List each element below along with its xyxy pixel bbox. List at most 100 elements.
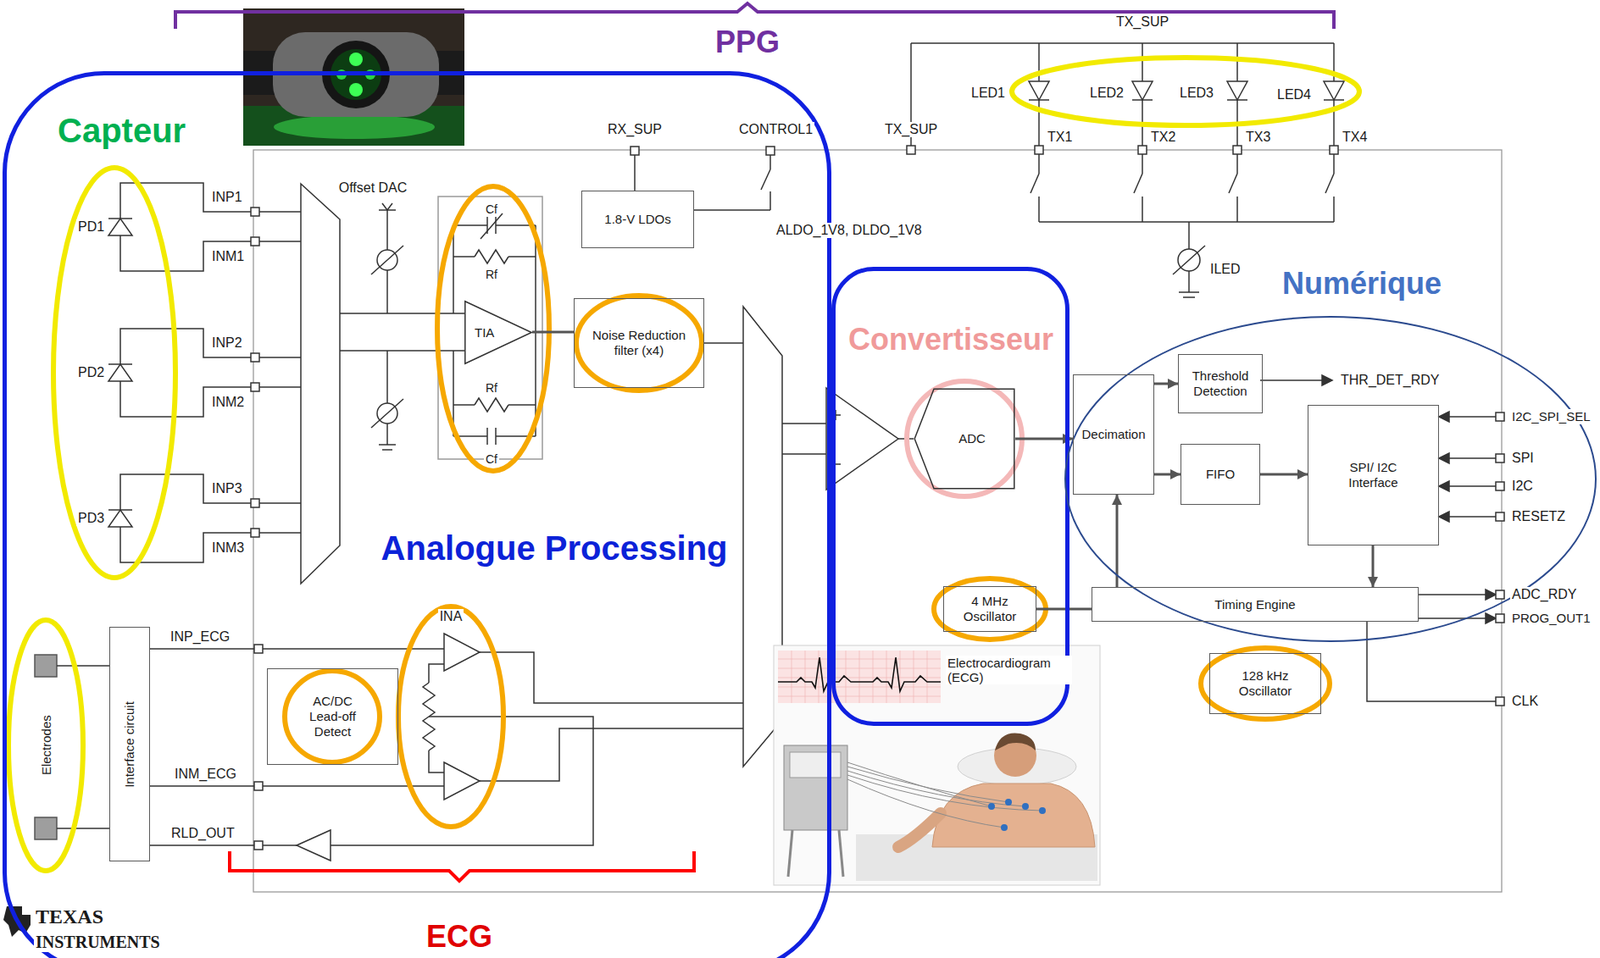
led-driver xyxy=(1236,154,1239,174)
photodiode-circuit xyxy=(120,328,251,365)
ecg-front-end xyxy=(296,830,331,862)
ecg-front-end xyxy=(150,648,255,650)
led-driver xyxy=(1236,43,1239,82)
ecg-illustration xyxy=(777,650,941,704)
oscillator-box: 4 MHz Oscillator xyxy=(943,586,1037,633)
signal-label: INM_ECG xyxy=(172,766,239,783)
interface-box: Interface circuit xyxy=(109,627,150,862)
tia-feedback xyxy=(453,255,475,258)
photodiode-circuit xyxy=(339,350,465,352)
ecg-illustration xyxy=(847,762,1043,828)
digital-pins xyxy=(1495,590,1505,600)
arrow-connector xyxy=(1154,473,1181,477)
signal-label: TX3 xyxy=(1244,129,1273,145)
region-title: Convertisseur xyxy=(848,321,1054,358)
highlight-ring xyxy=(8,57,1360,872)
signal-label: PD1 xyxy=(76,219,106,235)
led-driver xyxy=(1233,145,1242,155)
processing-region: Analogue Processing1.8-V LDOsTIANoise Re… xyxy=(2,71,832,958)
highlight-ring xyxy=(576,295,702,391)
ecg-front-end xyxy=(254,841,263,850)
ecg-illustration xyxy=(1022,803,1029,811)
photodiode-circuit xyxy=(259,211,301,213)
offset-dac xyxy=(371,399,404,428)
signal-label: Cf xyxy=(483,202,500,217)
ecg-bracket xyxy=(229,851,695,882)
digital-pins xyxy=(1366,622,1496,702)
digital-pins xyxy=(1438,411,1450,423)
ldo-wiring xyxy=(694,209,771,212)
ecg-illustration xyxy=(1005,799,1012,806)
converter-outline xyxy=(914,388,1015,489)
highlight-ring xyxy=(398,606,504,828)
node-label: Timing Engine xyxy=(1214,597,1295,613)
offset-dac xyxy=(371,203,404,450)
ecg-bracket xyxy=(229,851,695,882)
ecg-front-end xyxy=(150,785,255,788)
watch-photo xyxy=(349,52,363,67)
photodiode-circuit xyxy=(120,381,251,417)
digital-pins xyxy=(1260,375,1505,706)
signal-label: INP2 xyxy=(210,335,245,351)
photodiode-circuit xyxy=(108,328,301,417)
node-label: Decimation xyxy=(1081,427,1145,443)
signal-label: Rf xyxy=(483,381,500,395)
tia-feedback xyxy=(453,224,488,227)
led-driver xyxy=(1183,296,1195,299)
filter-box: Noise Reduction filter (x4) xyxy=(573,298,705,389)
digital-pins xyxy=(1418,594,1488,596)
photodiode-circuit xyxy=(259,502,301,505)
company-logo xyxy=(3,906,31,938)
ldo-wiring xyxy=(761,169,771,190)
section-title: PPG xyxy=(713,24,782,60)
highlight-ring xyxy=(1011,57,1360,126)
photodiode-circuit xyxy=(108,183,301,272)
decimation-box: Decimation xyxy=(1072,374,1155,495)
highlight-ring xyxy=(933,578,1046,640)
ecg-illustration xyxy=(777,650,941,704)
photodiode-circuit xyxy=(259,532,301,534)
signal-label: INM1 xyxy=(210,249,246,265)
lead-off-box: AC/DC Lead-off Detect xyxy=(266,668,399,766)
digital-pins xyxy=(1447,485,1496,488)
ecg-illustration xyxy=(898,813,941,848)
signal-label: RX_SUP xyxy=(605,122,664,138)
ldo-wiring xyxy=(630,146,775,211)
signal-label: LED3 xyxy=(1177,85,1216,101)
led-driver xyxy=(1325,173,1334,194)
digital-pins xyxy=(1438,453,1450,464)
arrow-connector xyxy=(1036,608,1092,612)
led-driver xyxy=(1333,154,1335,174)
arrow-connector xyxy=(1372,545,1375,588)
ecg-illustration xyxy=(789,752,841,778)
ecg-illustration xyxy=(838,830,844,878)
led-driver xyxy=(1038,100,1040,146)
signal-chain xyxy=(782,422,827,425)
ecg-illustration xyxy=(1000,824,1008,832)
photodiode-circuit xyxy=(108,364,133,382)
digital-pins xyxy=(1447,416,1496,418)
highlight-ring xyxy=(437,186,550,472)
region-title: Analogue Processing xyxy=(381,527,728,569)
signal-label: PD2 xyxy=(76,365,106,381)
led-driver xyxy=(1228,173,1238,194)
signal-label: LED1 xyxy=(969,85,1007,101)
highlight-ring xyxy=(284,671,380,763)
signal-label: INM3 xyxy=(210,540,246,556)
digital-pins xyxy=(1438,481,1450,492)
offset-dac xyxy=(382,203,393,211)
ecg-front-end xyxy=(422,716,435,751)
ecg-front-end xyxy=(262,785,445,788)
photodiode-circuit xyxy=(250,207,260,217)
signal-label: THR_DET_RDY xyxy=(1338,372,1441,389)
ecg-front-end xyxy=(34,817,57,840)
digital-pins xyxy=(1322,375,1333,386)
picture-caption: Electrocardiogram (ECG) xyxy=(945,655,1073,686)
offset-dac xyxy=(371,245,404,275)
led-driver xyxy=(1030,173,1039,194)
watch-photo xyxy=(273,115,435,139)
offset-dac xyxy=(386,423,389,445)
signal-chain xyxy=(826,388,899,490)
highlight-ring xyxy=(1200,648,1330,720)
signal-chain xyxy=(704,342,744,345)
